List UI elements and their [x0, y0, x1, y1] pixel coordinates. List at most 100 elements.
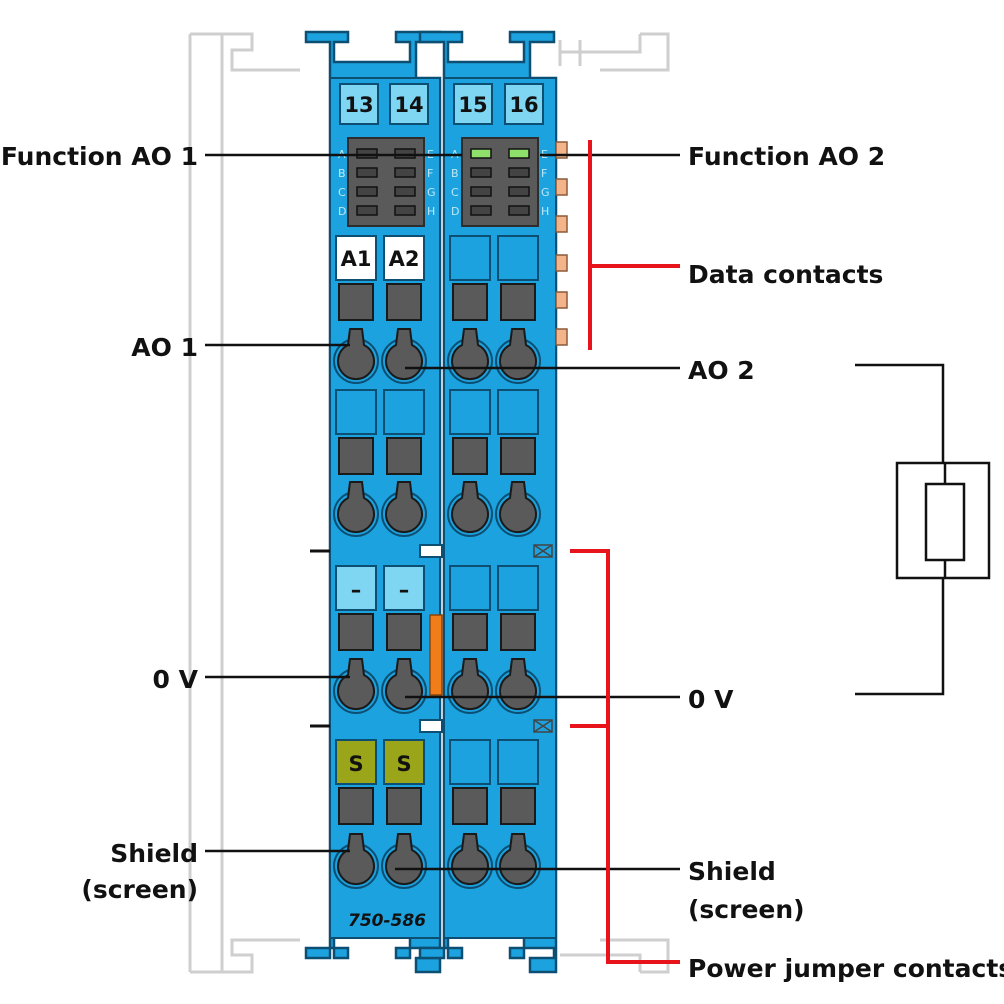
terminal-number-tabs: 13 14 15 16	[339, 83, 544, 125]
push-button	[500, 787, 536, 825]
wire-clamp	[381, 481, 427, 537]
push-button	[338, 437, 374, 475]
terminal-number: 15	[458, 93, 487, 117]
marker-a1-label: A1	[341, 247, 372, 271]
wire-clamp	[381, 658, 427, 714]
push-button	[338, 787, 374, 825]
led-d	[356, 205, 378, 216]
led-letter: G	[541, 186, 550, 199]
wire-clamp	[447, 481, 493, 537]
terminal-tab-13	[339, 83, 379, 125]
power-jumper-slots	[310, 544, 553, 733]
led-letter: G	[427, 186, 436, 199]
led-c	[356, 186, 378, 197]
led-e-on	[508, 148, 530, 159]
led-g	[508, 186, 530, 197]
led-e	[394, 148, 416, 159]
led-letter: H	[541, 205, 549, 218]
label-shield-left-2: (screen)	[81, 875, 198, 904]
label-shield-right-1: Shield	[688, 857, 776, 886]
push-button	[500, 437, 536, 475]
terminal-tab-16	[504, 83, 544, 125]
label-0v-right: 0 V	[688, 685, 734, 714]
push-button	[386, 283, 422, 321]
wire-clamp	[333, 833, 379, 889]
push-button	[500, 613, 536, 651]
led-letter: B	[451, 167, 459, 180]
led-letter: B	[338, 167, 346, 180]
wire-clamp	[333, 658, 379, 714]
label-function-ao1: Function AO 1	[1, 142, 198, 171]
wire-clamp	[333, 328, 379, 384]
terminal-number: 13	[344, 93, 373, 117]
label-data-contacts: Data contacts	[688, 260, 883, 289]
label-power-jumper: Power jumper contacts	[688, 954, 1004, 983]
led-letter: C	[338, 186, 346, 199]
wire-clamp	[381, 328, 427, 384]
led-letter: C	[451, 186, 459, 199]
wire-clamp	[447, 328, 493, 384]
terminal-tab-14	[389, 83, 429, 125]
terminal-blocks	[333, 283, 541, 889]
wire-clamp	[333, 481, 379, 537]
wire-clamp	[495, 481, 541, 537]
push-button	[338, 613, 374, 651]
marker-a2	[383, 235, 425, 281]
led-f	[508, 167, 530, 178]
led-h	[394, 205, 416, 216]
marker-minus-label: –	[399, 578, 410, 602]
power-jumper-bar	[429, 614, 443, 696]
push-button	[386, 437, 422, 475]
push-button	[386, 613, 422, 651]
data-contact-pads	[555, 141, 568, 346]
marker-a1	[335, 235, 377, 281]
terminal-row-1: A1 A2	[335, 235, 539, 281]
label-function-ao2: Function AO 2	[688, 142, 885, 171]
din-rail-housing	[188, 32, 670, 974]
push-button	[500, 283, 536, 321]
marker-shield-1	[335, 739, 377, 785]
terminal-number: 16	[509, 93, 538, 117]
marker-shield-2	[383, 739, 425, 785]
led-letter: F	[541, 167, 547, 180]
led-panel-left: A B C D E F G H	[338, 137, 436, 227]
push-button	[452, 787, 488, 825]
terminal-row-5: – –	[335, 565, 539, 611]
led-b	[356, 167, 378, 178]
led-d	[470, 205, 492, 216]
push-button	[452, 437, 488, 475]
terminal-row-3	[335, 389, 539, 435]
push-button	[386, 787, 422, 825]
led-h	[508, 205, 530, 216]
led-letter: H	[427, 205, 435, 218]
marker-minus-1	[335, 565, 377, 611]
push-button	[452, 283, 488, 321]
label-ao2: AO 2	[688, 356, 755, 385]
led-f	[394, 167, 416, 178]
terminal-tab-15	[453, 83, 493, 125]
led-b	[470, 167, 492, 178]
push-button	[338, 283, 374, 321]
led-letter: D	[338, 205, 346, 218]
push-button	[452, 613, 488, 651]
wire-clamp	[447, 833, 493, 889]
label-ao1: AO 1	[131, 333, 198, 362]
wire-clamp	[495, 328, 541, 384]
resistor-load-schematic	[855, 363, 991, 696]
red-brackets	[570, 140, 680, 964]
terminal-number: 14	[394, 93, 423, 117]
marker-shield-label: S	[396, 752, 411, 776]
label-shield-left-1: Shield	[110, 839, 198, 868]
led-c	[470, 186, 492, 197]
marker-minus-label: –	[351, 578, 362, 602]
terminal-row-7: S S	[335, 739, 539, 785]
wire-clamp	[495, 833, 541, 889]
marker-minus-2	[383, 565, 425, 611]
led-a-on	[470, 148, 492, 159]
label-0v-left: 0 V	[153, 665, 199, 694]
marker-shield-label: S	[348, 752, 363, 776]
led-g	[394, 186, 416, 197]
module-number: 750-586	[348, 911, 426, 931]
wire-clamp	[381, 833, 427, 889]
